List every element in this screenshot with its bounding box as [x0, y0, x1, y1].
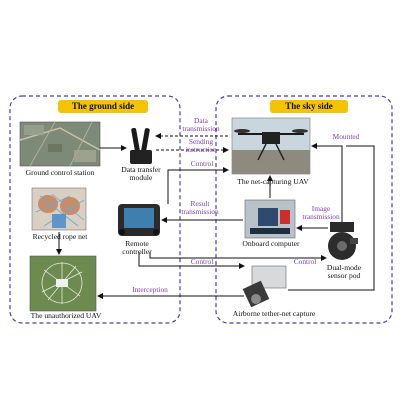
arrow-control-top: [167, 167, 229, 204]
tether-net-capture-image: [242, 265, 287, 308]
arrow-mounted-tether: [288, 145, 375, 291]
ground-control-station-label: Ground control station: [25, 168, 95, 177]
onboard-computer-image: [244, 199, 296, 239]
remote-controller-image: [118, 204, 160, 236]
ground-side-frame: [9, 95, 181, 324]
sending-instruction-label: Sending instruction: [176, 138, 226, 154]
net-capturing-uav-label: The net-capturing UAV: [237, 177, 309, 186]
data-transfer-module-image: [130, 127, 152, 164]
unauthorized-uav-label: The unauthorized UAV: [30, 311, 102, 320]
control-top-label: Control: [190, 159, 214, 168]
mounted-label: Mounted: [332, 132, 360, 141]
dual-mode-pod-text: Dual-mode sensor pod: [326, 263, 362, 280]
image-transmission-text: Image transmission: [302, 204, 340, 221]
result-transmission-label: Result transmission: [172, 200, 228, 216]
sky-side-title: The sky side: [270, 100, 348, 113]
image-transmission-label: Image transmission: [296, 205, 346, 221]
recycled-rope-net-label: Recycled rope net: [32, 232, 88, 241]
dual-mode-sensor-pod-image: [328, 222, 358, 260]
sending-instruction-text: Sending instruction: [185, 137, 217, 154]
remote-controller-label: Remote controller: [112, 240, 162, 256]
control-pod-label: Control: [293, 257, 317, 266]
tether-net-capture-label: Airborne tether-net capture: [232, 309, 316, 318]
data-transfer-module-text: Data transfer module: [121, 165, 161, 182]
arrow-mounted: [311, 143, 343, 222]
dual-mode-pod-label: Dual-mode sensor pod: [318, 264, 370, 280]
ground-control-station-image: [19, 121, 101, 167]
onboard-computer-label: Onboard computer: [242, 239, 300, 248]
data-transmission-text: Data transmission: [182, 116, 220, 133]
net-capturing-uav-image: [231, 117, 311, 175]
data-transmission-label: Data transmission: [176, 117, 226, 133]
control-bottom-label: Control: [190, 257, 214, 266]
arrow-control-bottom: [149, 252, 327, 261]
data-transfer-module-label: Data transfer module: [118, 166, 164, 182]
ground-side-title: The ground side: [58, 100, 148, 113]
arrow-controller-down: [138, 252, 245, 269]
recycled-rope-net-image: [31, 187, 87, 231]
interception-label: Interception: [132, 285, 168, 294]
unauthorized-uav-image: [29, 255, 97, 312]
result-transmission-text: Result transmission: [181, 199, 219, 216]
remote-controller-text: Remote controller: [122, 239, 152, 256]
